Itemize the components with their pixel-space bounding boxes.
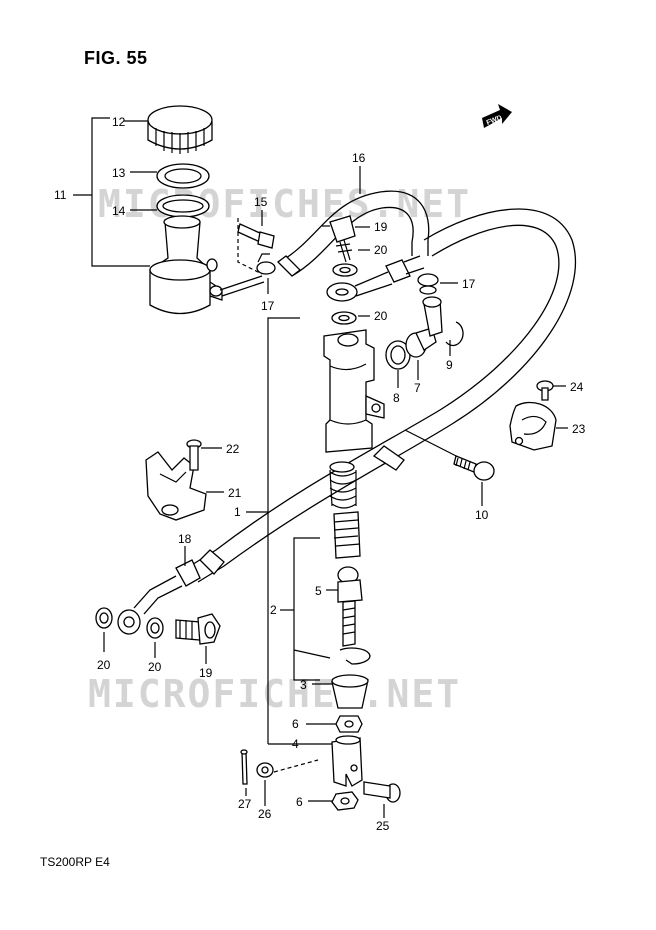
screw-24 [536,380,554,401]
callout-24: 24 [570,380,584,394]
model-code: TS200RP E4 [40,855,110,869]
bolt-10 [453,455,495,481]
nut-6-bottom [331,791,359,811]
callout-20-top: 20 [374,243,388,257]
clevis-4 [331,735,363,787]
callout-2: 2 [270,603,277,617]
callout-7: 7 [414,381,421,395]
banjo-fitting [326,259,411,302]
fwd-direction-badge: FWD [482,104,512,128]
union-bolt-top [329,215,356,263]
callout-27: 27 [238,797,252,811]
washer-20-left [95,607,113,629]
callout-1: 1 [234,505,241,519]
reservoir-diaphragm [156,163,210,189]
hose-clamp-right [417,273,439,295]
callout-6-top: 6 [292,717,299,731]
callout-17-left: 17 [261,299,275,313]
callout-5: 5 [315,584,322,598]
callout-16: 16 [352,151,366,165]
boot-3 [331,674,369,709]
lower-banjo [117,575,183,635]
callout-20-mid: 20 [374,309,388,323]
callout-22: 22 [226,442,240,456]
callout-12: 12 [112,115,126,129]
circlip-push [339,647,371,665]
callout-18: 18 [178,532,192,546]
master-cylinder-body [323,329,385,453]
reservoir-cap [147,105,213,154]
watermark-bottom: MICROFICHES.NET [88,672,462,716]
piston-cup [333,511,361,559]
callout-19-top: 19 [374,220,388,234]
bolt-22 [186,439,202,471]
callout-23: 23 [572,422,586,436]
return-spring [329,461,357,509]
connector-7 [405,296,443,358]
hose-guide-23 [509,401,557,451]
callout-13: 13 [112,166,126,180]
nut-6-top [335,715,363,733]
callout-9: 9 [446,358,453,372]
union-bolt-lower [175,613,221,645]
reservoir-hose [277,190,430,277]
bolt-15 [237,223,275,249]
washer-top-2 [331,311,357,325]
washer-26 [256,762,274,778]
callout-14: 14 [112,204,126,218]
callout-19-lower: 19 [199,666,213,680]
reservoir-body [149,215,223,315]
callout-10: 10 [475,508,489,522]
washer-top-1 [332,263,358,277]
hose-clamp-left [256,253,276,275]
push-rod-5 [337,566,363,647]
callout-8: 8 [393,391,400,405]
brake-hose [175,208,577,587]
callout-21: 21 [228,486,242,500]
circlip-9 [445,321,464,347]
callout-20-lower-left: 20 [97,658,111,672]
callout-4: 4 [292,737,299,751]
washer-20-right [146,617,164,639]
clevis-pin-25 [363,781,401,803]
callout-26: 26 [258,807,272,821]
callout-6-bottom: 6 [296,795,303,809]
o-ring-8 [385,340,411,370]
cotter-pin-27 [240,749,248,785]
figure-title: FIG. 55 [84,48,148,68]
callout-17-right: 17 [462,277,476,291]
callout-11: 11 [54,188,67,202]
reservoir-plate [156,194,210,218]
callout-15: 15 [254,195,268,209]
callout-3: 3 [300,678,307,692]
callout-25: 25 [376,819,390,833]
callout-20-lower-right: 20 [148,660,162,674]
